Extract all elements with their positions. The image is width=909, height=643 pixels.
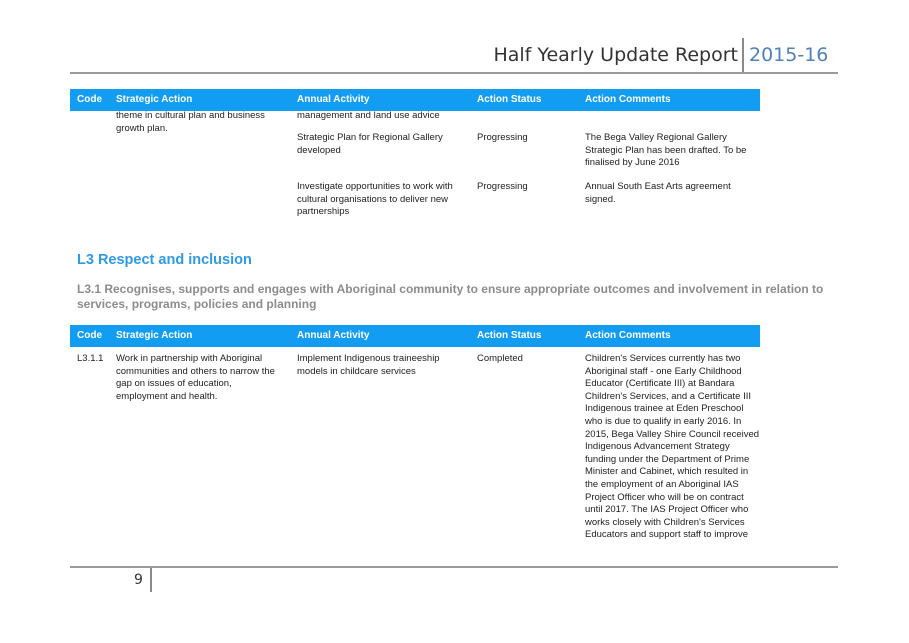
annual-activity-cell: Investigate opportunities to work with c… — [297, 181, 453, 218]
action-comments-cell: Annual South East Arts agreement signed. — [585, 181, 731, 205]
footer-divider — [150, 568, 152, 592]
col-annual-activity-header: Annual Activity — [297, 330, 370, 341]
col-action-comments-header: Action Comments — [585, 330, 671, 341]
annual-activity-cell: management and land use advice — [297, 110, 440, 121]
section-subheading: L3.1 Recognises, supports and engages wi… — [77, 282, 824, 311]
annual-activity-cell: Strategic Plan for Regional Gallery deve… — [297, 132, 443, 156]
col-strategic-action-header: Strategic Action — [116, 94, 193, 105]
header-divider — [742, 38, 744, 72]
col-action-status-header: Action Status — [477, 94, 542, 105]
col-strategic-action-header: Strategic Action — [116, 330, 193, 341]
page-number: 9 — [134, 572, 143, 588]
action-comments-cell: Children's Services currently has two Ab… — [585, 353, 760, 541]
action-status-cell: Progressing — [477, 132, 528, 143]
table1-header: Code Strategic Action Annual Activity Ac… — [70, 89, 760, 111]
action-comments-cell: The Bega Valley Regional Gallery Strateg… — [585, 132, 747, 169]
code-cell: L3.1.1 — [77, 353, 104, 364]
col-code-header: Code — [77, 94, 102, 105]
annual-activity-cell: Implement Indigenous traineeship models … — [297, 353, 440, 377]
section-heading: L3 Respect and inclusion — [77, 252, 252, 268]
footer-rule — [70, 566, 838, 568]
col-action-status-header: Action Status — [477, 330, 542, 341]
header-rule — [70, 72, 838, 74]
report-year: 2015-16 — [749, 44, 829, 66]
action-status-cell: Progressing — [477, 181, 528, 192]
strategic-action-cell: Work in partnership with Aboriginal comm… — [116, 353, 275, 402]
strategic-action-cell: theme in cultural plan and business grow… — [116, 110, 265, 134]
col-code-header: Code — [77, 330, 102, 341]
col-annual-activity-header: Annual Activity — [297, 94, 370, 105]
table2-header: Code Strategic Action Annual Activity Ac… — [70, 325, 760, 347]
report-title: Half Yearly Update Report — [493, 44, 738, 66]
action-status-cell: Completed — [477, 353, 523, 364]
col-action-comments-header: Action Comments — [585, 94, 671, 105]
